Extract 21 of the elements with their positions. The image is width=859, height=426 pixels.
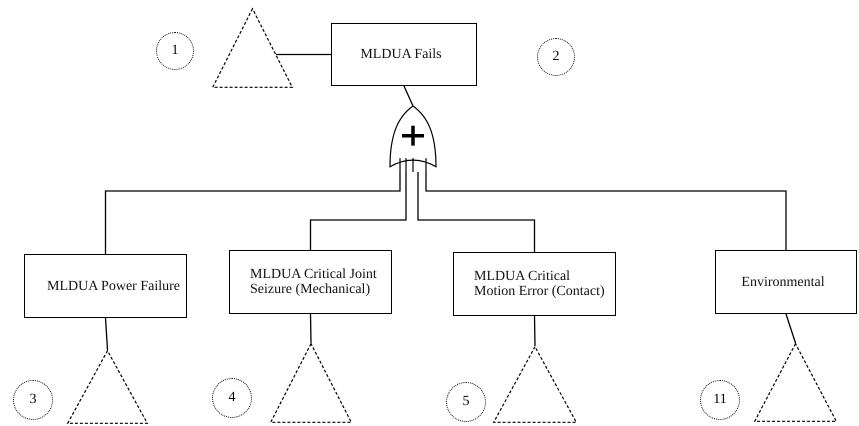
event-box: MLDUA Critical Joint Seizure (Mechanical) xyxy=(229,250,392,314)
callout-number: 4 xyxy=(212,378,252,418)
connector-line xyxy=(785,314,796,344)
event-box: MLDUA Critical Motion Error (Contact) xyxy=(453,252,616,316)
connector-line xyxy=(104,318,108,350)
connector-line xyxy=(310,172,407,250)
callout-number: 5 xyxy=(446,382,486,422)
connector-line xyxy=(417,172,536,252)
callout-number: 2 xyxy=(537,38,575,76)
connector-line xyxy=(104,172,401,254)
callout-number: 11 xyxy=(700,380,740,420)
event-box: MLDUA Power Failure xyxy=(24,254,187,318)
event-box: MLDUA Fails xyxy=(331,23,477,86)
connector-line xyxy=(534,316,536,346)
event-box: Environmental xyxy=(715,250,857,314)
connector-line xyxy=(310,314,312,344)
connector-line xyxy=(403,86,414,106)
connector-line xyxy=(276,54,331,56)
connector-line xyxy=(425,172,787,250)
callout-number: 1 xyxy=(156,32,194,70)
callout-number: 3 xyxy=(13,380,53,420)
